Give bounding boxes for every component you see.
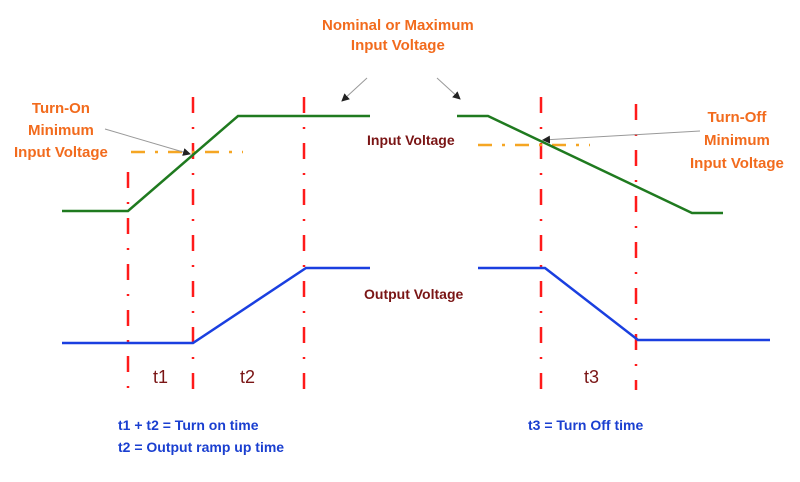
arrow-turn-on <box>104 128 191 156</box>
input-voltage-fall <box>457 114 723 215</box>
input-voltage-label: Input Voltage <box>367 132 455 148</box>
output-voltage-fall <box>478 266 770 342</box>
t2-label: t2 <box>240 367 256 387</box>
t3-label: t3 <box>584 367 600 387</box>
turn-off-legend: t3 = Turn Off time <box>528 417 644 433</box>
arrow-turn-off <box>542 130 701 144</box>
input-voltage-rise <box>62 114 370 213</box>
t1-label: t1 <box>153 367 169 387</box>
output-voltage-rise <box>62 266 370 345</box>
arrow-nominal-right <box>436 77 461 100</box>
arrow-nominal-left <box>341 77 368 102</box>
output-voltage-label: Output Voltage <box>364 286 464 302</box>
